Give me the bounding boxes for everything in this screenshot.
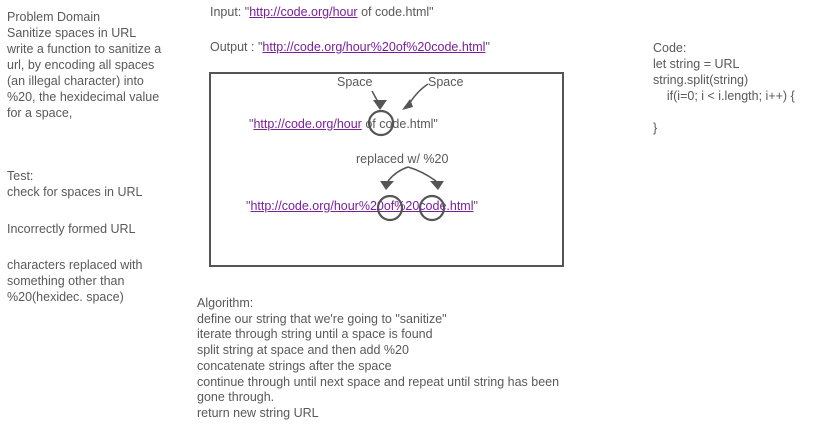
algorithm-heading: Algorithm:	[197, 296, 254, 310]
test-item: Incorrectly formed URL	[7, 222, 136, 236]
test-item-line: %20(hexidec. space)	[7, 290, 124, 304]
problem-domain-line: url, by encoding all spaces	[7, 58, 155, 72]
code-heading: Code:	[653, 41, 687, 55]
algorithm-step: continue through until next space and re…	[197, 374, 560, 389]
problem-domain-line: %20, the hexidecimal value	[7, 90, 160, 104]
after-suffix: "	[473, 199, 478, 213]
input-prefix: Input: "	[210, 5, 250, 19]
algorithm-step: define our string that we're going to "s…	[197, 311, 447, 326]
test-item-line: something other than	[7, 274, 125, 288]
problem-domain-section: Problem Domain Sanitize spaces in URL wr…	[7, 9, 161, 121]
output-url-link[interactable]: http://code.org/hour%20of%20code.html	[262, 40, 486, 54]
test-heading: Test:	[7, 169, 34, 183]
before-suffix: of code.html"	[361, 117, 438, 131]
algorithm-step: concatenate strings after the space	[197, 358, 392, 373]
diagram-after-url: "http://code.org/hour%20of%20code.html"	[246, 198, 478, 214]
test-section: Test: check for spaces in URL	[7, 168, 142, 200]
input-suffix: of code.html"	[357, 5, 434, 19]
before-url-link: http://code.org/hour	[253, 117, 362, 131]
code-line	[653, 104, 795, 120]
algorithm-section: Algorithm: define our string that we're …	[197, 296, 559, 422]
problem-domain-line: for a space,	[7, 106, 73, 120]
algorithm-step: gone through.	[197, 390, 275, 405]
test-item-line: characters replaced with	[7, 258, 143, 272]
test-item-multiline: characters replaced with something other…	[7, 257, 142, 305]
algorithm-step: iterate through string until a space is …	[197, 327, 433, 342]
input-url-link[interactable]: http://code.org/hour	[249, 5, 358, 19]
test-item: check for spaces in URL	[7, 185, 143, 199]
output-line: Output : "http://code.org/hour%20of%20co…	[210, 39, 490, 55]
diagram-before-url: "http://code.org/hour of code.html"	[249, 116, 438, 132]
problem-domain-line: Sanitize spaces in URL	[7, 26, 137, 40]
input-line: Input: "http://code.org/hour of code.htm…	[210, 4, 434, 20]
code-line: if(i=0; i < i.length; i++) {	[653, 89, 795, 103]
algorithm-step: return new string URL	[197, 405, 319, 420]
after-url-link: http://code.org/hour%20of%20code.html	[250, 199, 474, 213]
code-line: }	[653, 121, 658, 135]
space-label-left: Space	[337, 75, 373, 89]
code-line: let string = URL	[653, 57, 740, 71]
output-prefix: Output : "	[210, 40, 263, 54]
algorithm-step: split string at space and then add %20	[197, 343, 409, 358]
problem-domain-line: write a function to sanitize a	[7, 42, 162, 56]
problem-domain-heading: Problem Domain	[7, 10, 101, 24]
before-prefix: "	[249, 117, 254, 131]
code-section: Code: let string = URL string.split(stri…	[653, 40, 795, 136]
space-label-right: Space	[428, 75, 464, 89]
diagram-box	[209, 72, 564, 267]
replaced-label: replaced w/ %20	[356, 152, 449, 166]
after-prefix: "	[246, 199, 251, 213]
code-line: string.split(string)	[653, 73, 749, 87]
output-suffix: "	[485, 40, 490, 54]
problem-domain-line: (an illegal character) into	[7, 74, 144, 88]
